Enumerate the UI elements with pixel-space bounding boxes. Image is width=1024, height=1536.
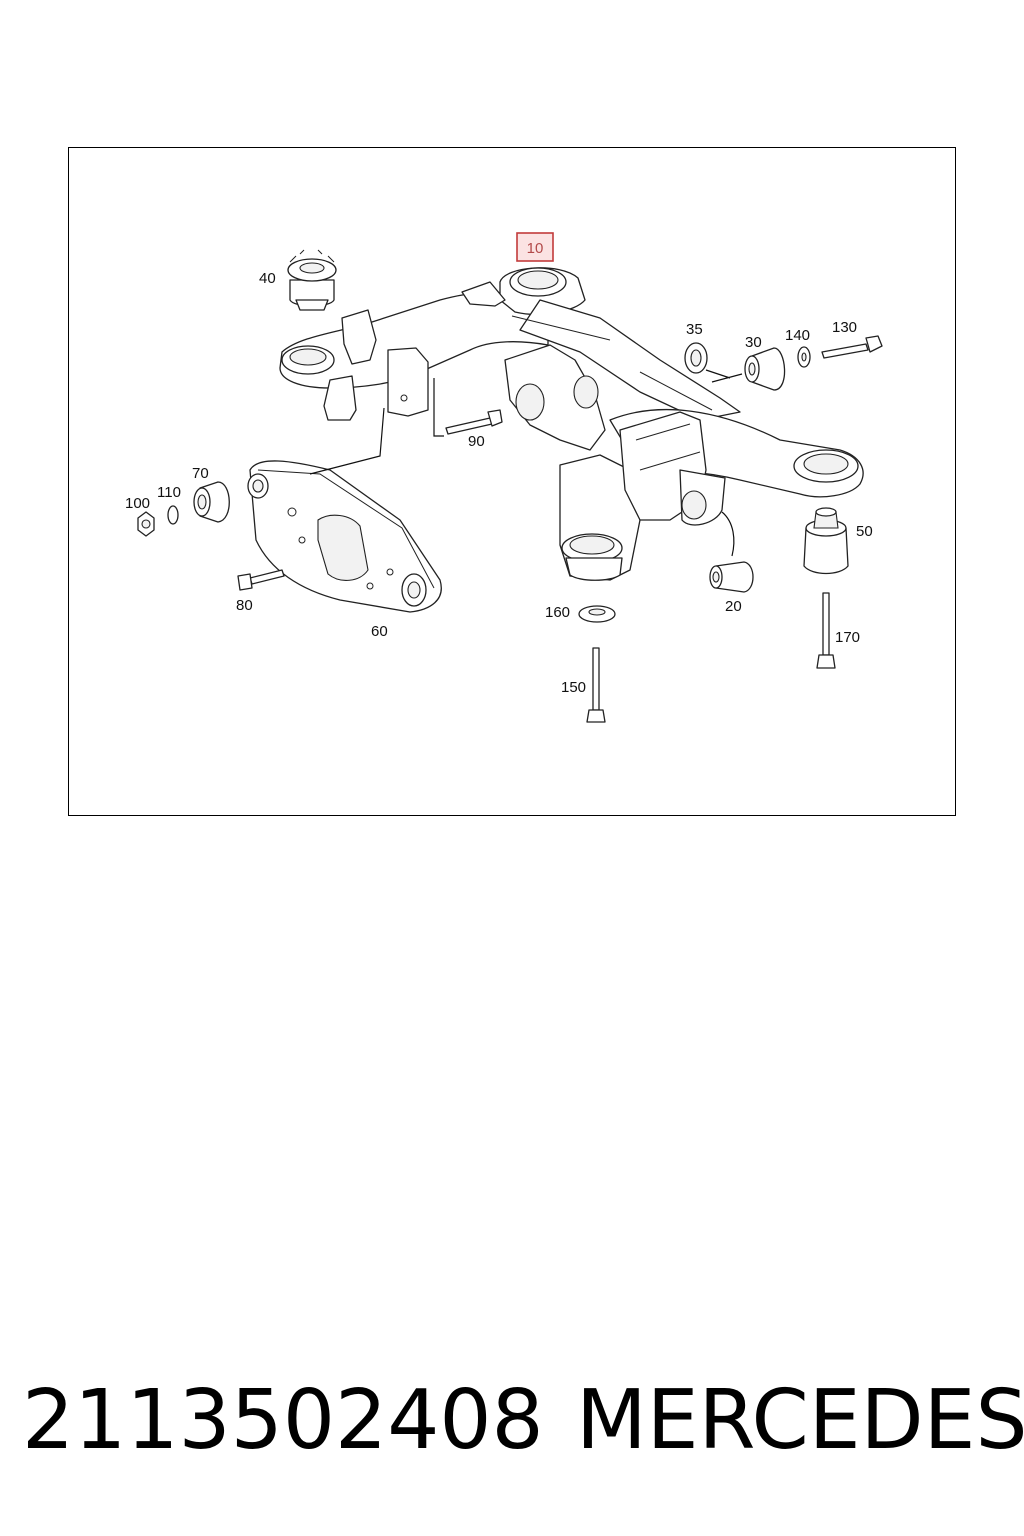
callout-160: 160	[545, 604, 570, 621]
part-50-mount	[803, 507, 849, 575]
part-40-mount	[287, 249, 337, 311]
part-90-bolt	[445, 409, 503, 435]
part-130-bolt	[821, 335, 883, 359]
callout-10-highlight[interactable]: 10	[516, 232, 554, 262]
callout-170: 170	[835, 629, 860, 646]
callout-50: 50	[856, 523, 873, 540]
callout-60: 60	[371, 623, 388, 640]
part-140-washer	[797, 346, 811, 368]
callout-10: 10	[527, 240, 544, 257]
callout-110: 110	[157, 484, 181, 501]
callout-90: 90	[468, 433, 485, 450]
part-35-washer	[684, 342, 708, 374]
callout-35: 35	[686, 321, 703, 338]
callout-20: 20	[725, 598, 742, 615]
part-110-washer	[167, 505, 179, 525]
leader-60	[309, 407, 385, 475]
callout-70: 70	[192, 465, 209, 482]
part-20-bushing	[709, 561, 754, 593]
callout-150: 150	[561, 679, 586, 696]
part-170-bolt	[816, 592, 836, 669]
part-number: 2113502408	[22, 1373, 544, 1468]
caption: 2113502408 MERCEDES	[22, 1366, 1024, 1476]
brand-name: MERCEDES	[576, 1373, 1024, 1468]
leader-20	[721, 511, 735, 557]
part-160-washer	[578, 605, 616, 623]
callout-130: 130	[832, 319, 857, 336]
callout-80: 80	[236, 597, 253, 614]
part-150-bolt	[586, 647, 606, 723]
part-70-bushing	[193, 481, 230, 523]
part-60-plate	[247, 460, 442, 613]
callout-100: 100	[125, 495, 150, 512]
leader-90	[433, 378, 444, 437]
part-80-bolt	[237, 569, 285, 591]
callout-30: 30	[745, 334, 762, 351]
callout-140: 140	[785, 327, 810, 344]
diagram-frame	[68, 147, 956, 816]
part-30-bushing	[744, 347, 786, 391]
leader-35	[705, 369, 743, 383]
rear-subframe	[279, 267, 864, 581]
part-100-nut	[137, 511, 155, 537]
callout-40: 40	[259, 270, 276, 287]
